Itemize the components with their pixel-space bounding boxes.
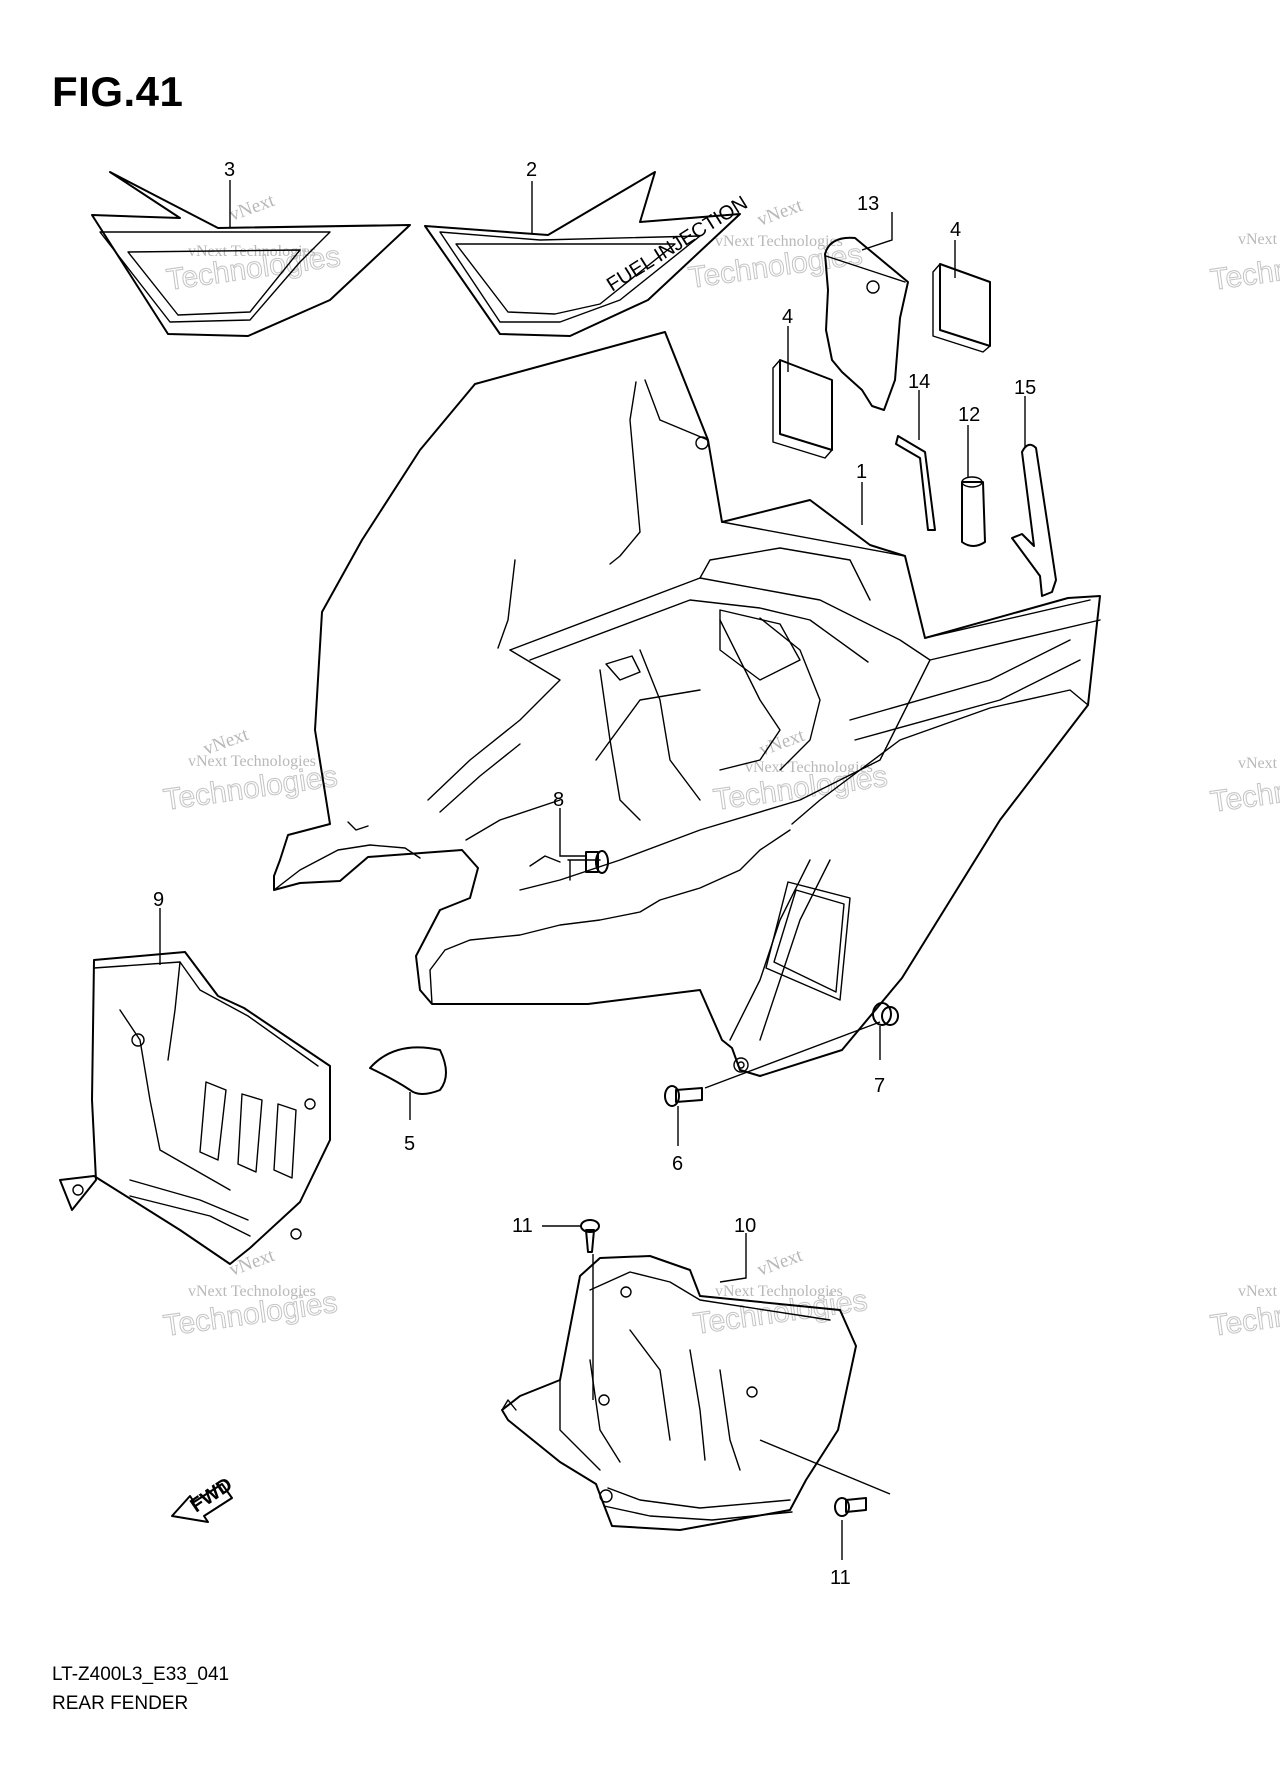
callout-12: 12 bbox=[958, 404, 980, 426]
svg-text:vNext: vNext bbox=[757, 725, 808, 761]
watermark-lower-left: vNext vNext Technologies Technologies bbox=[161, 1245, 340, 1344]
figure-caption: REAR FENDER bbox=[52, 1693, 189, 1714]
callout-6: 6 bbox=[672, 1153, 683, 1175]
svg-text:vNext: vNext bbox=[755, 1245, 806, 1281]
svg-text:vNext Technologies: vNext Technologies bbox=[715, 1283, 843, 1300]
callout-15: 15 bbox=[1014, 377, 1036, 399]
watermark-group: vNext vNext Technologies Technologies vN… bbox=[161, 190, 1280, 1344]
svg-text:vNext Technologies: vNext Technologies bbox=[745, 759, 873, 776]
callout-2: 2 bbox=[526, 159, 537, 181]
svg-text:vNext: vNext bbox=[1238, 231, 1278, 248]
callout-7: 7 bbox=[874, 1075, 885, 1097]
svg-text:vNext: vNext bbox=[227, 1245, 278, 1281]
callout-5: 5 bbox=[404, 1133, 415, 1155]
watermark-mid-center: vNext vNext Technologies Technologies bbox=[711, 725, 890, 818]
callout-10: 10 bbox=[734, 1215, 756, 1237]
part-12-pin bbox=[961, 476, 986, 547]
part-4-label-upper bbox=[932, 263, 991, 353]
svg-text:vNext Technologies: vNext Technologies bbox=[715, 233, 843, 250]
callout-3: 3 bbox=[224, 159, 235, 181]
part-4-label-lower bbox=[772, 359, 833, 459]
callout-4-lower: 4 bbox=[782, 306, 793, 328]
callout-13: 13 bbox=[857, 193, 879, 215]
svg-text:vNext: vNext bbox=[1238, 1283, 1278, 1300]
svg-text:vNext Technologies: vNext Technologies bbox=[188, 243, 316, 260]
svg-text:vNext: vNext bbox=[755, 195, 806, 231]
part-5-cap bbox=[369, 1046, 447, 1095]
watermark-lower-center: vNext vNext Technologies Technologies bbox=[691, 1245, 870, 1342]
callout-14: 14 bbox=[908, 371, 930, 393]
callout-1: 1 bbox=[856, 461, 867, 483]
svg-text:Technologies: Technologies bbox=[1208, 240, 1280, 297]
watermark-mid-left: vNext vNext Technologies Technologies bbox=[161, 724, 340, 818]
part-9-left-guard bbox=[59, 951, 331, 1265]
part-1-rear-fender bbox=[273, 331, 1101, 1077]
part-8-screw bbox=[567, 850, 609, 881]
fwd-direction-arrow: FWD bbox=[171, 1473, 237, 1523]
part-15-spanner bbox=[1011, 443, 1057, 597]
diagram-code: LT-Z400L3_E33_041 bbox=[52, 1664, 230, 1685]
part-14-hex-key bbox=[895, 435, 936, 531]
leader-lines bbox=[159, 180, 1026, 1560]
part-13-tool-bag bbox=[824, 236, 909, 411]
callout-numbers: 3 2 13 4 4 14 12 15 1 8 9 5 6 7 10 11 11 bbox=[153, 159, 1036, 1589]
svg-text:vNext Technologies: vNext Technologies bbox=[188, 1283, 316, 1300]
callout-4-upper: 4 bbox=[950, 219, 961, 241]
watermark-top-left: vNext vNext Technologies Technologies bbox=[164, 190, 343, 298]
part-10-right-guard bbox=[501, 1255, 857, 1531]
watermark-right-edge: vNext Technologies vNext Technologies vN… bbox=[1208, 231, 1280, 1343]
callout-8: 8 bbox=[553, 789, 564, 811]
part-11-screw-top bbox=[580, 1219, 600, 1253]
callout-11-top: 11 bbox=[512, 1215, 533, 1237]
part-2-right-decal: FUEL INJECTION bbox=[424, 171, 752, 337]
part-7-grommet bbox=[872, 1002, 899, 1026]
svg-text:vNext: vNext bbox=[1238, 755, 1278, 772]
callout-9: 9 bbox=[153, 889, 164, 911]
part-6-screw bbox=[664, 1085, 703, 1107]
callout-11-bottom: 11 bbox=[830, 1567, 851, 1589]
figure-title: FIG.41 bbox=[52, 68, 184, 115]
watermark-top-center: vNext vNext Technologies Technologies bbox=[686, 195, 865, 296]
part-11-screw-bottom bbox=[834, 1497, 867, 1517]
svg-text:vNext: vNext bbox=[227, 190, 278, 226]
part-3-left-decal bbox=[91, 171, 411, 337]
svg-text:vNext Technologies: vNext Technologies bbox=[188, 753, 316, 770]
